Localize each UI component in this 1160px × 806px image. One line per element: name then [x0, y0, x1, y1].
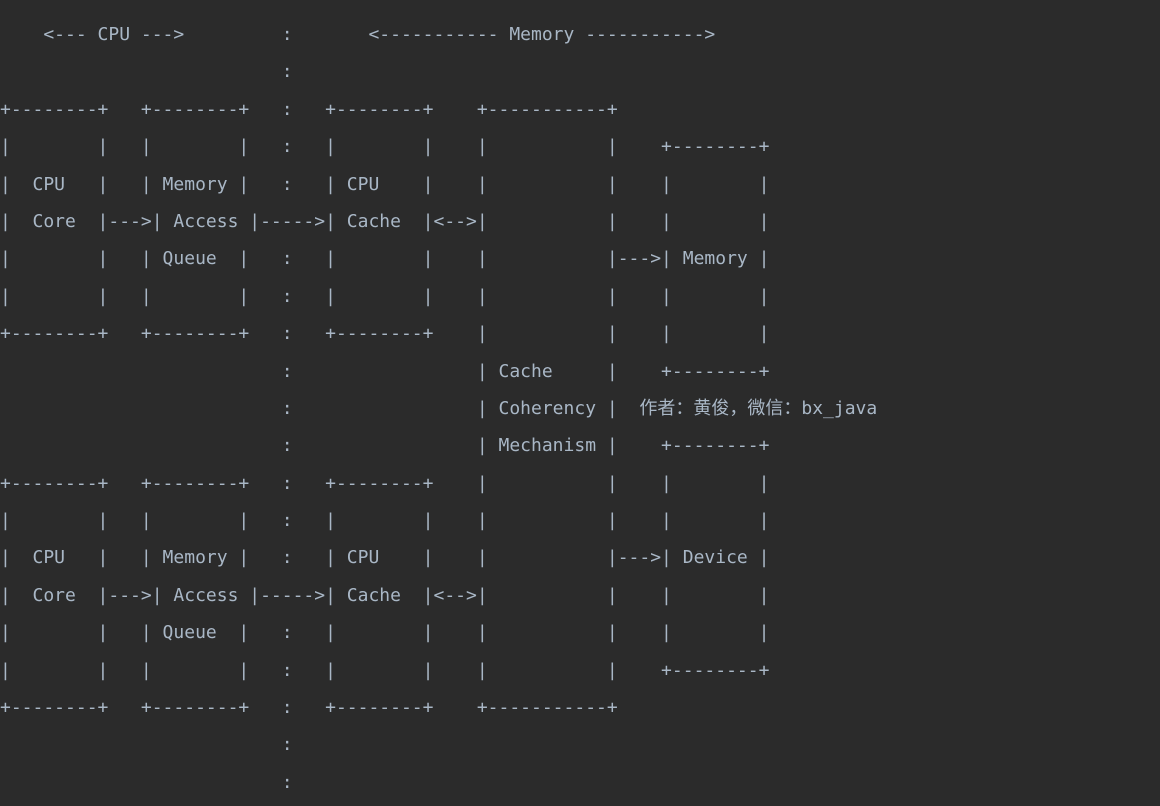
diagram-line: | CPU | | Memory | : | CPU | | | | | — [0, 173, 770, 195]
diagram-line: : — [0, 61, 293, 83]
diagram-line: | Core |--->| Access |----->| Cache |<--… — [0, 210, 770, 232]
diagram-line: | | | | : | | | | +--------+ — [0, 659, 770, 681]
diagram-line-author: : | Coherency | 作者：黄俊，微信：bx_java — [0, 397, 878, 419]
diagram-line: : — [0, 734, 293, 756]
diagram-line: | | | | : | | | | +--------+ — [0, 136, 770, 158]
diagram-line: | CPU | | Memory | : | CPU | | |--->| De… — [0, 547, 770, 569]
ascii-diagram: <--- CPU ---> : <----------- Memory ----… — [0, 16, 877, 801]
diagram-line: | Core |--->| Access |----->| Cache |<--… — [0, 584, 770, 606]
diagram-line: | | | Queue | : | | | |--->| Memory | — [0, 248, 770, 270]
diagram-line: | | | Queue | : | | | | | | — [0, 622, 770, 644]
diagram-line: +--------+ +--------+ : +--------+ | | |… — [0, 472, 770, 494]
diagram-line: : — [0, 771, 293, 793]
diagram-line: : | Cache | +--------+ — [0, 360, 770, 382]
diagram-line: | | | | : | | | | | | — [0, 285, 770, 307]
diagram-line: +--------+ +--------+ : +--------+ +----… — [0, 697, 618, 719]
diagram-line: | | | | : | | | | | | — [0, 510, 770, 532]
diagram-line-header: <--- CPU ---> : <----------- Memory ----… — [0, 24, 716, 45]
diagram-line: +--------+ +--------+ : +--------+ +----… — [0, 98, 618, 120]
diagram-line: +--------+ +--------+ : +--------+ | | |… — [0, 323, 770, 345]
diagram-line: : | Mechanism | +--------+ — [0, 435, 770, 457]
